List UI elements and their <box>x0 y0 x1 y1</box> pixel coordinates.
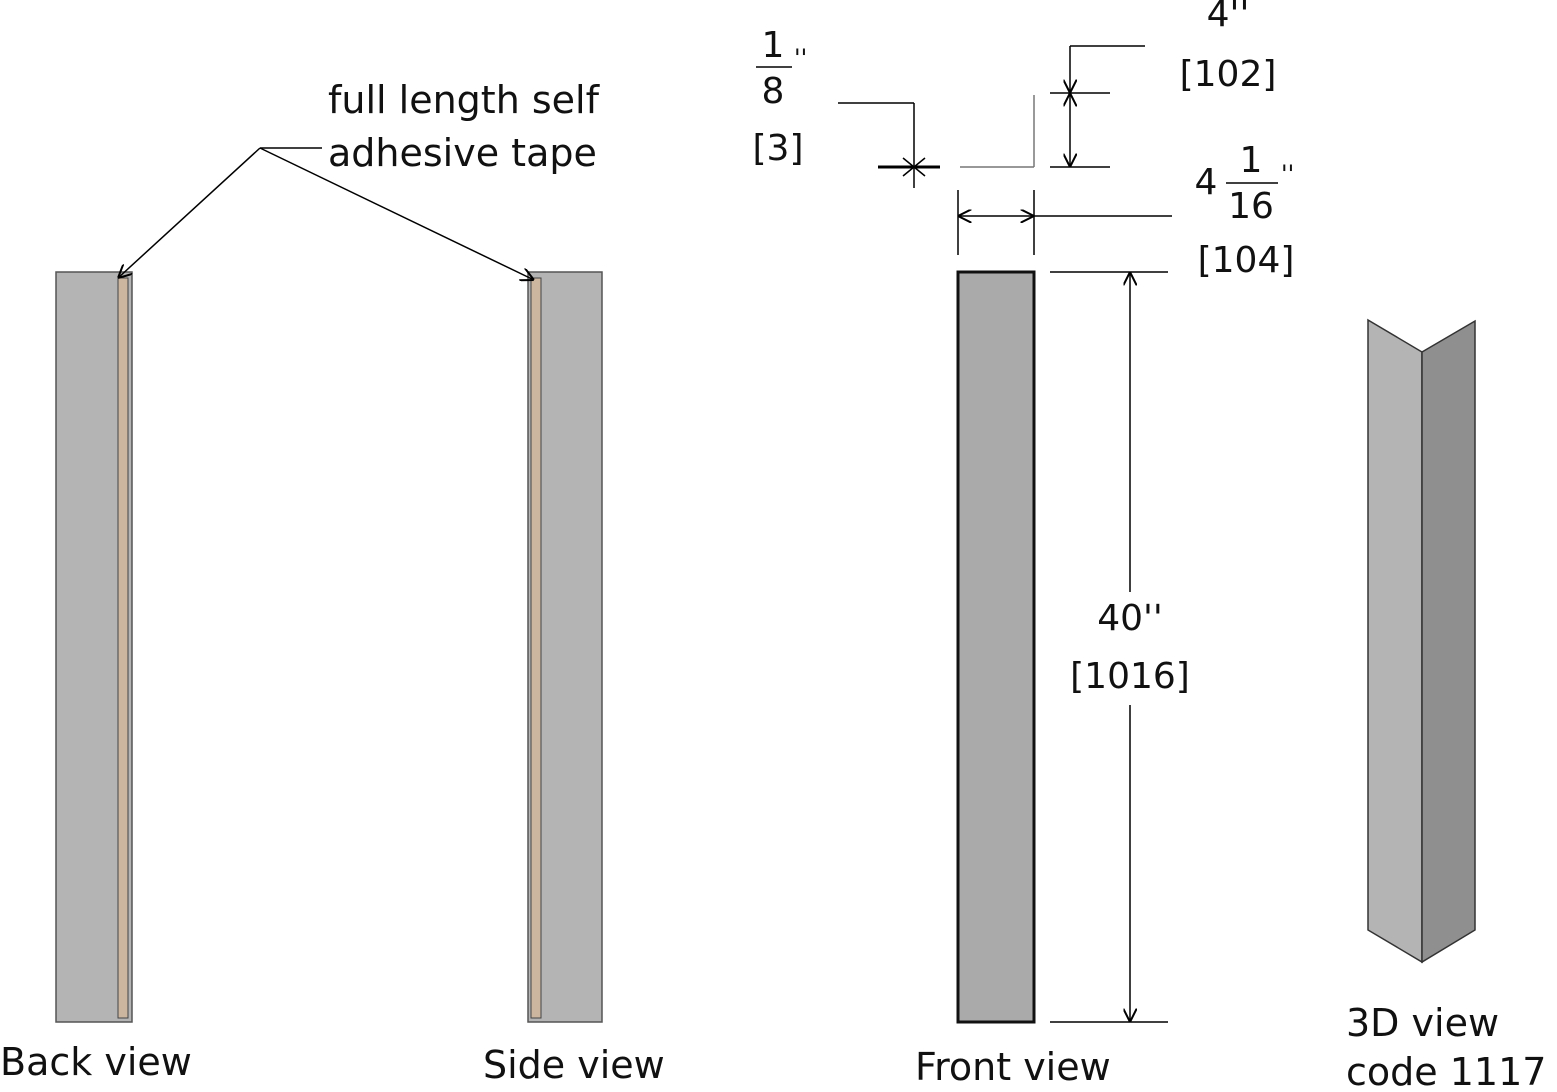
leg-inches: 4'' <box>1207 0 1250 35</box>
side-view-tape <box>530 277 542 1019</box>
three-d-view-part <box>1367 318 1476 964</box>
leg-dimension <box>1050 45 1145 168</box>
front-view-panel <box>956 270 1036 1024</box>
thickness-numerator: 1 <box>762 25 785 66</box>
back-view-part <box>55 271 133 1023</box>
length-dimension <box>1050 271 1168 1023</box>
back-view-label: Back view <box>0 1040 192 1084</box>
thickness-denominator: 8 <box>762 71 785 112</box>
width-denominator: 16 <box>1228 186 1274 227</box>
front-view-label: Front view <box>915 1045 1111 1089</box>
width-whole: 4 <box>1195 162 1218 203</box>
part-code-label: code 1117 <box>1346 1050 1546 1092</box>
tape-leader <box>118 147 534 280</box>
length-mm: [1016] <box>1070 656 1190 697</box>
width-dimension <box>957 190 1172 255</box>
back-view-tape <box>117 277 129 1019</box>
tape-annotation-line2: adhesive tape <box>328 131 597 175</box>
thickness-dimension <box>838 102 940 188</box>
width-unit: '' <box>1281 160 1294 188</box>
leg-mm: [102] <box>1180 54 1277 95</box>
angle-profile <box>960 95 1035 168</box>
three-d-left-face <box>1367 318 1423 964</box>
three-d-right-face <box>1421 319 1476 964</box>
tape-annotation-line1: full length self <box>328 78 601 122</box>
thickness-unit: '' <box>794 44 807 72</box>
three-d-view-label: 3D view <box>1346 1001 1499 1045</box>
width-mm: [104] <box>1198 240 1295 281</box>
width-numerator: 1 <box>1240 140 1263 181</box>
side-view-part <box>527 271 603 1023</box>
length-inches: 40'' <box>1097 598 1163 639</box>
thickness-mm: [3] <box>753 128 804 169</box>
side-view-label: Side view <box>483 1043 665 1087</box>
